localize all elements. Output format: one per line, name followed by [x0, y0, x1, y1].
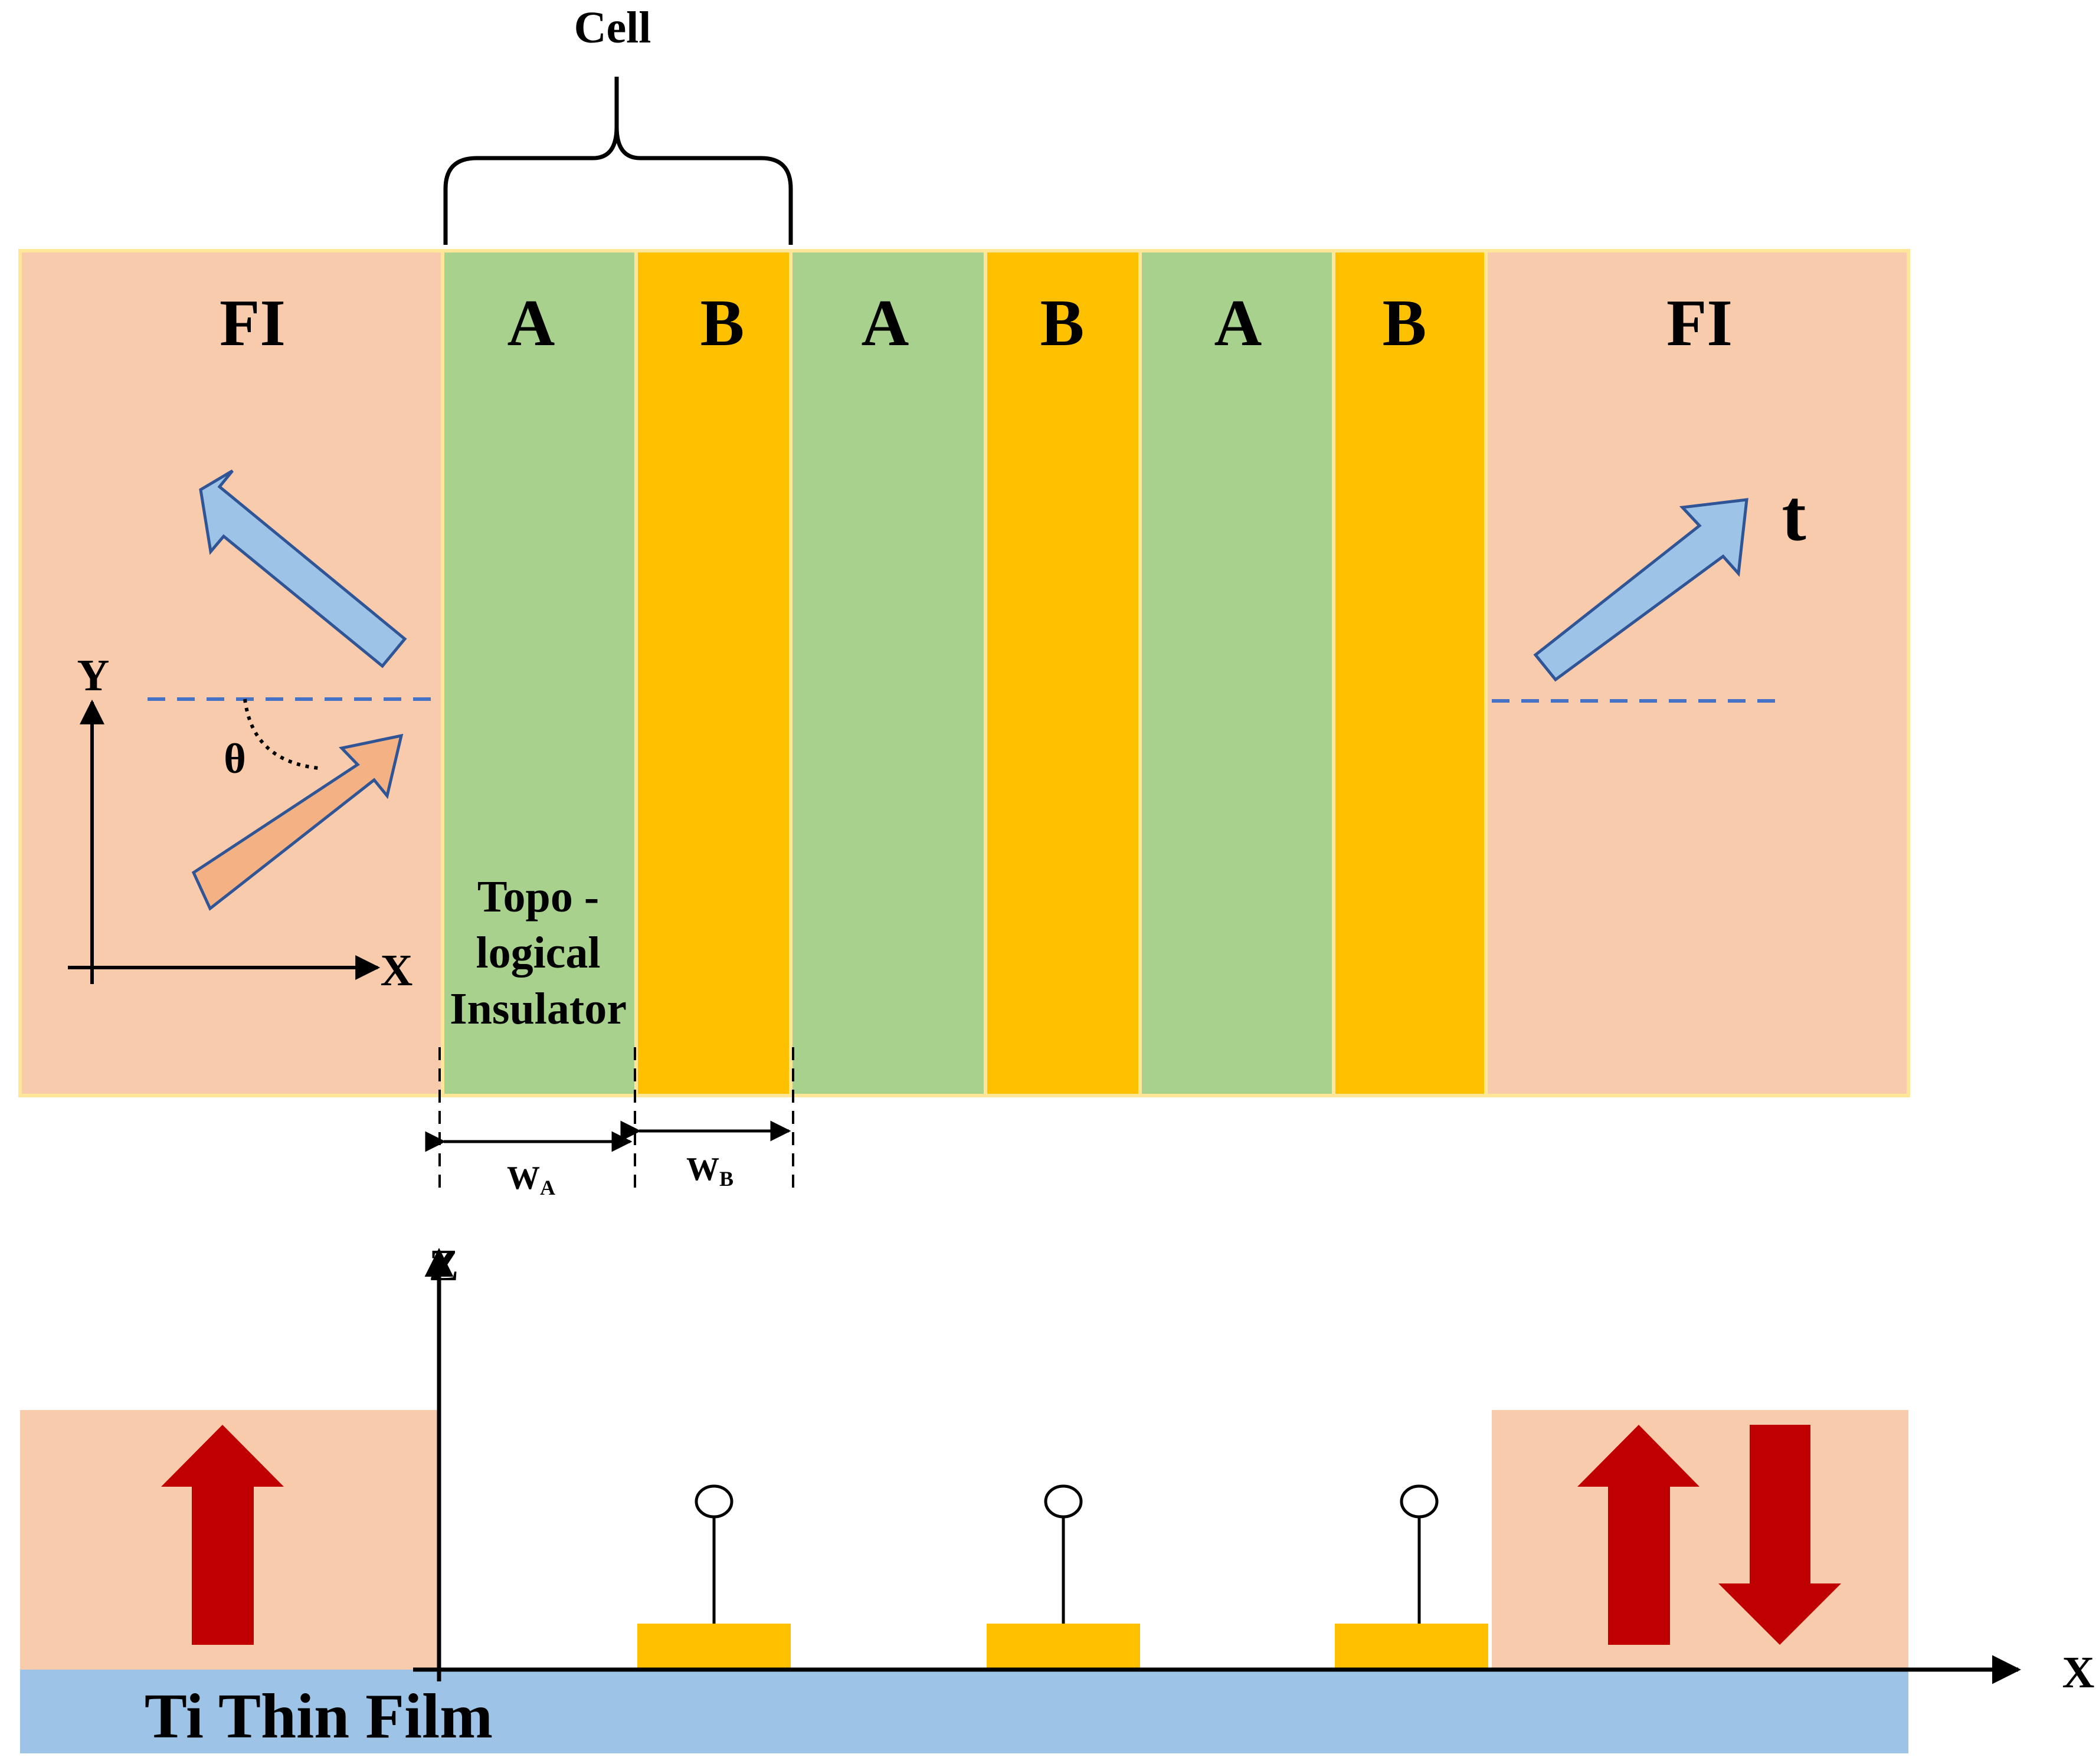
theta-arc: [243, 699, 319, 770]
layer-a-3: [1138, 249, 1335, 1097]
layer-label-b-2: B: [1040, 287, 1085, 360]
layer-a-1: [441, 249, 638, 1097]
topo-label-line-2: logical: [476, 928, 600, 978]
wb-sub: B: [719, 1167, 733, 1191]
wa-main: W: [507, 1160, 540, 1196]
substrate-label: Ti Thin Film: [145, 1681, 493, 1752]
layer-b-1: [634, 249, 793, 1097]
fi-block-right: [1492, 1410, 1908, 1670]
layer-b-2: [984, 249, 1142, 1097]
b-layer-block-1: [637, 1624, 791, 1668]
reflected-arrow: [199, 469, 407, 668]
wb-main: W: [686, 1151, 719, 1188]
topo-label-line-1: Topo -: [477, 872, 599, 922]
x-axis-label-bottom: X: [2062, 1648, 2095, 1697]
cell-label: Cell: [574, 3, 651, 53]
magnetization-down-arrow-right: [1718, 1425, 1841, 1645]
layer-b-3: [1332, 249, 1488, 1097]
y-axis-label: Y: [77, 651, 110, 700]
wb-label: WB: [686, 1151, 733, 1191]
pin-head-2: [1044, 1484, 1083, 1519]
transmitted-label: t: [1782, 475, 1806, 556]
z-axis-label: Z: [429, 1241, 459, 1290]
layer-stack: [441, 249, 1488, 1097]
magnetization-up-arrow-left: [161, 1425, 284, 1645]
b-layer-block-2: [987, 1624, 1140, 1668]
wa-label: WA: [507, 1160, 555, 1199]
incident-arrow: [191, 733, 404, 911]
x-axis-label: X: [381, 946, 413, 995]
bottom-structure: Ti Thin Film Z X: [20, 1241, 2094, 1753]
cell-brace: [443, 77, 793, 245]
layer-label-a-1: A: [507, 287, 555, 360]
fi-label-left: FI: [220, 287, 286, 360]
theta-label: θ: [224, 735, 246, 782]
layer-label-a-3: A: [1214, 287, 1262, 360]
layer-label-b-1: B: [700, 287, 745, 360]
layer-label-b-3: B: [1383, 287, 1427, 360]
layer-label-a-2: A: [862, 287, 909, 360]
top-structure: FI FI A B A B A B Cell t θ Y X Topo - lo…: [18, 3, 1910, 1199]
wa-sub: A: [540, 1176, 555, 1199]
pin-head-1: [695, 1484, 733, 1519]
layer-a-2: [789, 249, 987, 1097]
transmitted-arrow: [1533, 498, 1748, 682]
topo-label-line-3: Insulator: [450, 984, 627, 1034]
b-layer-block-3: [1335, 1624, 1488, 1668]
ti-thin-film-substrate: [20, 1668, 1908, 1753]
fi-label-right: FI: [1666, 287, 1733, 360]
magnetization-up-arrow-right: [1577, 1425, 1699, 1645]
pin-head-3: [1400, 1484, 1439, 1519]
